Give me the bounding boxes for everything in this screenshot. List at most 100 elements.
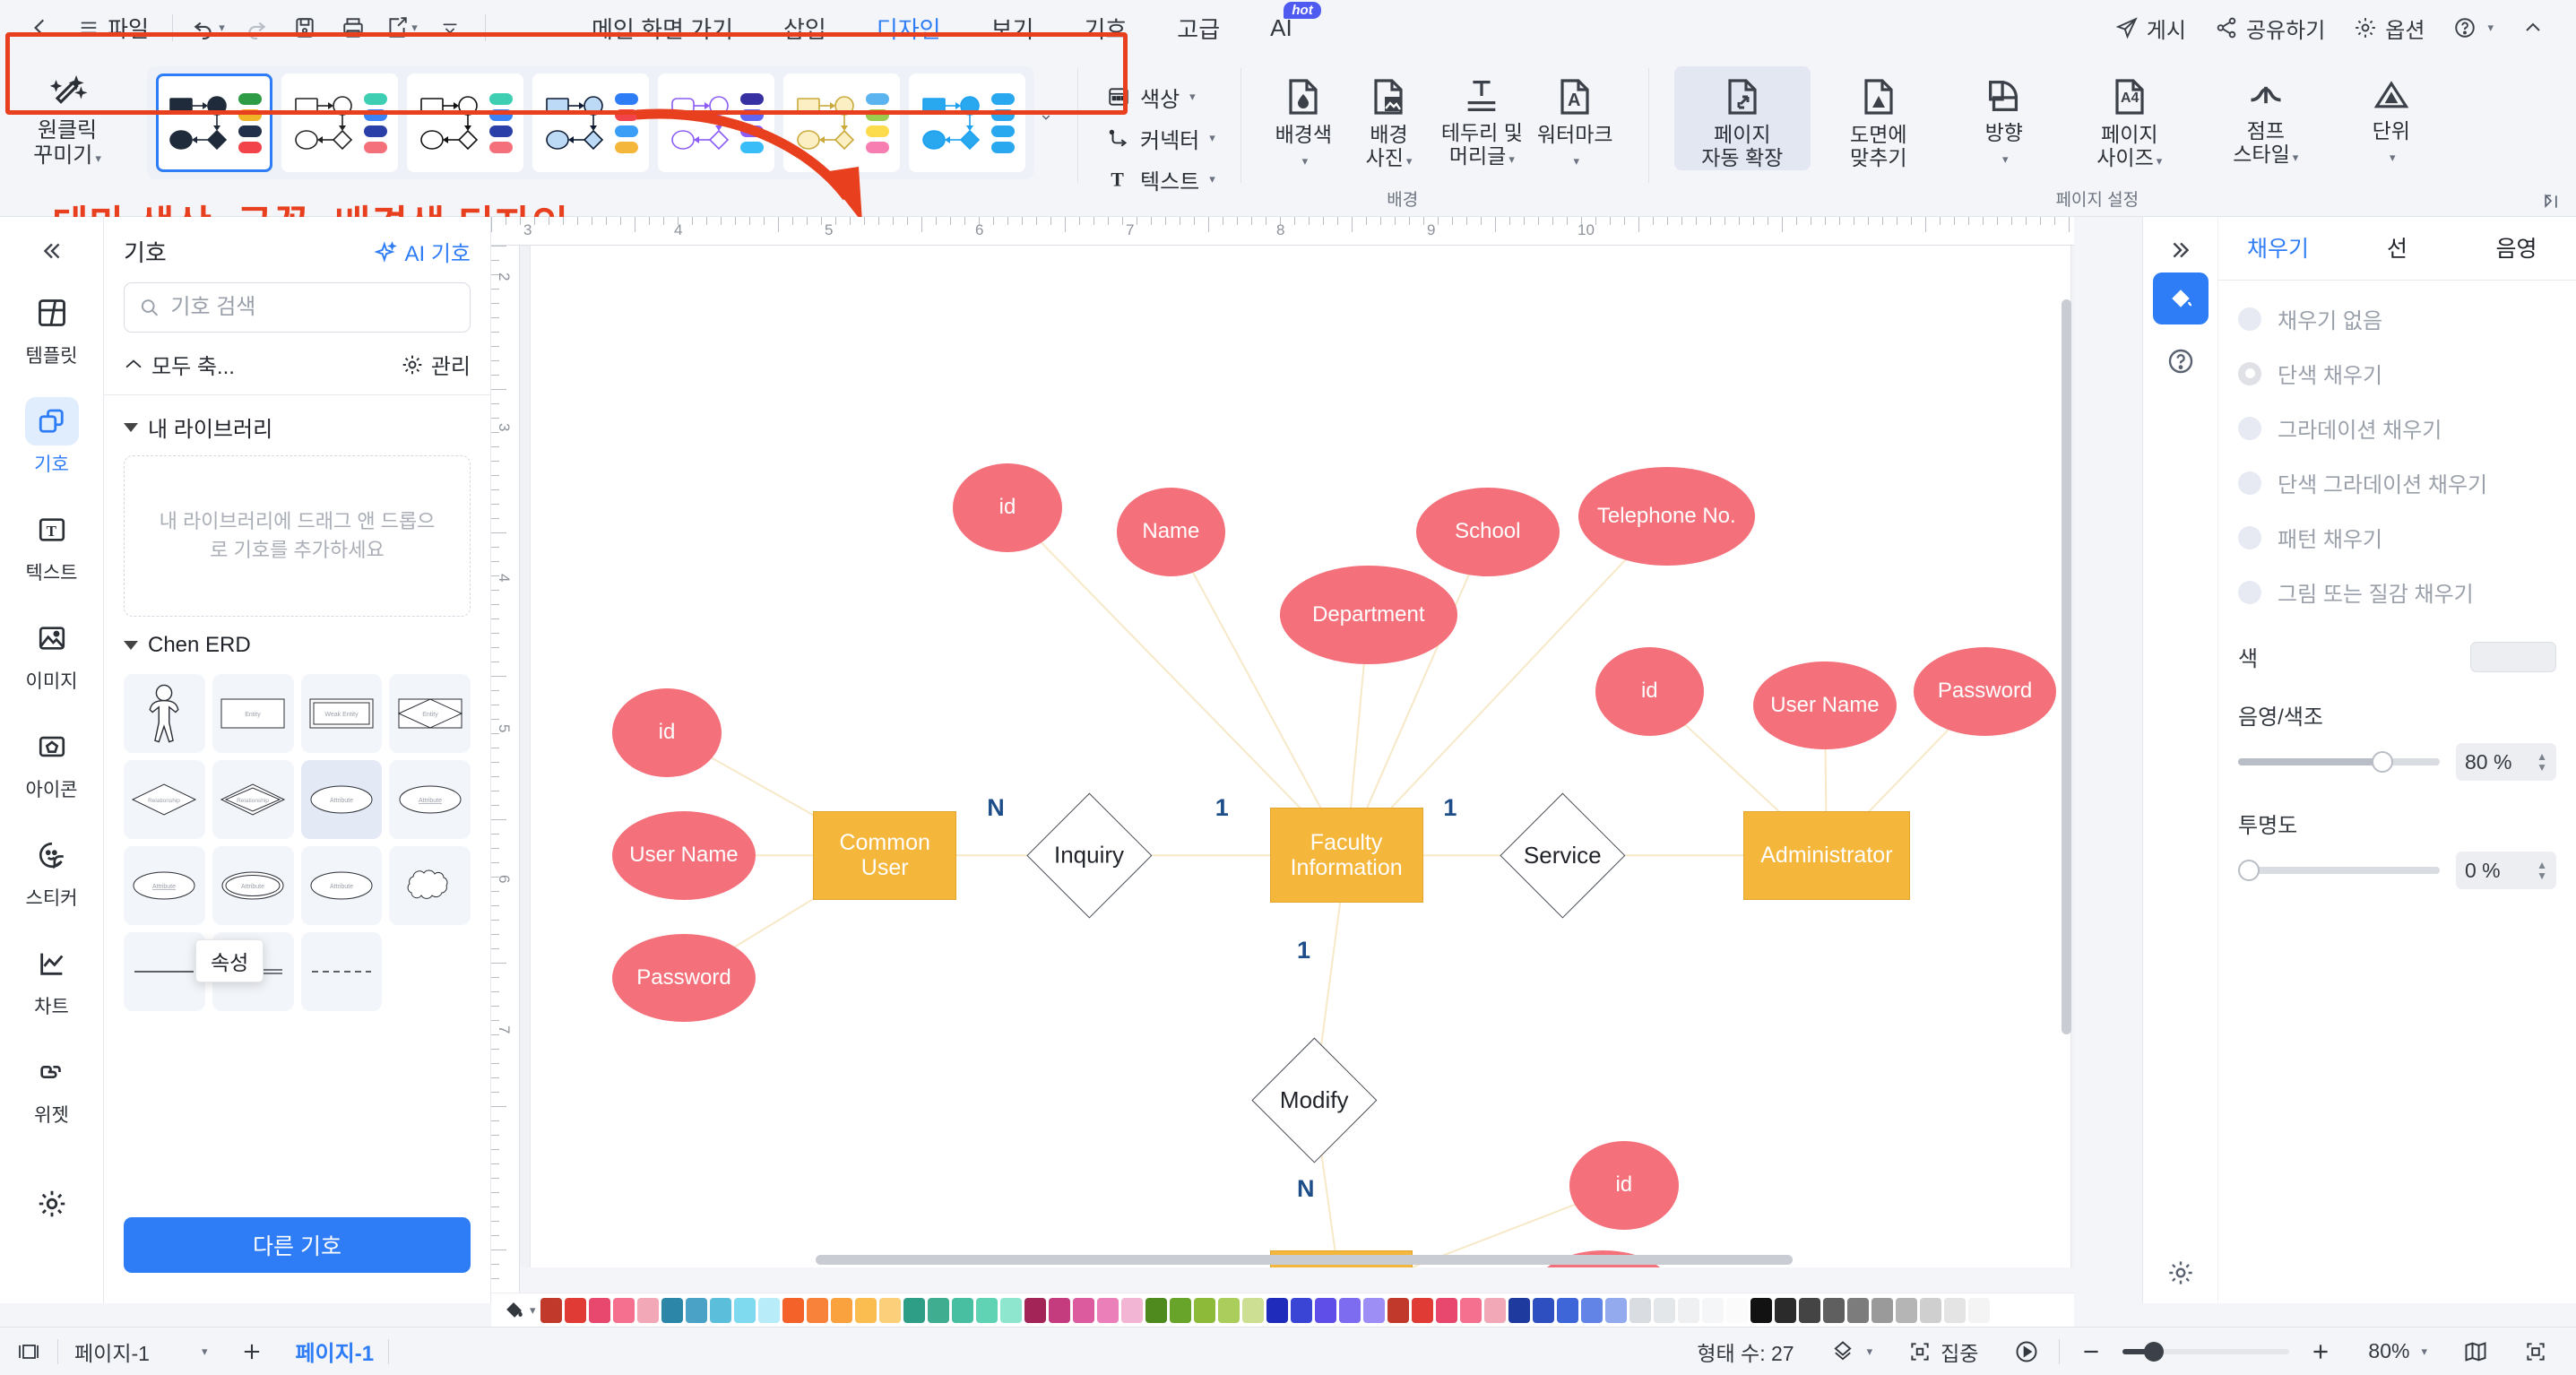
options-button[interactable]: 옵션 bbox=[2341, 7, 2437, 48]
fill-style-icon[interactable] bbox=[2152, 272, 2209, 324]
attribute-node[interactable]: id bbox=[1569, 1141, 1679, 1231]
spinner-icon[interactable]: ▲▼ bbox=[2537, 859, 2547, 882]
tab-line[interactable]: 선 bbox=[2338, 217, 2457, 280]
page-selector[interactable]: 페이지-1 ▾ bbox=[58, 1332, 223, 1371]
tab-symbol[interactable]: 기호 bbox=[1059, 0, 1152, 56]
attribute-node[interactable]: Password bbox=[1913, 647, 2057, 737]
palette-swatch[interactable] bbox=[1024, 1297, 1046, 1323]
tab-advanced[interactable]: 고급 bbox=[1152, 0, 1245, 56]
connector-menu-button[interactable]: 커넥터 ▾ bbox=[1102, 122, 1221, 154]
opacity-value-input[interactable]: 0 % ▲▼ bbox=[2456, 852, 2556, 889]
attribute-node[interactable]: Telephone No. bbox=[1578, 467, 1756, 566]
tab-ai[interactable]: AI hot bbox=[1245, 0, 1321, 56]
tab-shadow[interactable]: 음영 bbox=[2457, 217, 2576, 280]
shape-attribute[interactable]: Attribute bbox=[300, 760, 383, 839]
theme-theme-blue[interactable] bbox=[532, 74, 649, 172]
fill-option-solid[interactable]: 단색 채우기 bbox=[2218, 346, 2576, 401]
ai-symbol-button[interactable]: AI 기호 bbox=[375, 236, 471, 267]
symbol-search-input[interactable] bbox=[170, 295, 455, 320]
background-color-button[interactable]: 배경색▾ bbox=[1261, 66, 1346, 170]
layout-toggle-button[interactable] bbox=[0, 1332, 57, 1371]
unit-button[interactable]: 단위▾ bbox=[2334, 66, 2449, 167]
palette-swatch[interactable] bbox=[710, 1297, 731, 1323]
fill-option-gradient[interactable]: 그라데이션 채우기 bbox=[2218, 401, 2576, 455]
format-panel-settings-button[interactable] bbox=[2166, 1258, 2195, 1287]
attribute-node[interactable]: User Name bbox=[1753, 661, 1897, 750]
back-button[interactable] bbox=[16, 6, 65, 49]
shape-partial-key-attribute[interactable]: Attribute bbox=[124, 846, 205, 925]
export-button[interactable]: ▾ bbox=[377, 6, 426, 49]
tab-home[interactable]: 메인 화면 가기 bbox=[566, 0, 758, 56]
zoom-out-button[interactable] bbox=[2063, 1332, 2119, 1371]
manage-symbols-button[interactable]: 관리 bbox=[401, 349, 471, 380]
expand-format-panel-button[interactable] bbox=[2153, 228, 2209, 272]
palette-swatch[interactable] bbox=[1847, 1297, 1869, 1323]
sidebar-item-image[interactable]: 이미지 bbox=[11, 601, 93, 703]
palette-swatch[interactable] bbox=[1073, 1297, 1094, 1323]
sidebar-item-symbol[interactable]: 기호 bbox=[11, 385, 93, 486]
connector-line[interactable] bbox=[1007, 506, 1347, 856]
palette-swatch[interactable] bbox=[1339, 1297, 1361, 1323]
sidebar-item-icon[interactable]: 아이콘 bbox=[11, 710, 93, 811]
zoom-level[interactable]: 80% ▾ bbox=[2352, 1332, 2443, 1371]
palette-swatch[interactable] bbox=[686, 1297, 707, 1323]
palette-swatch[interactable] bbox=[540, 1297, 562, 1323]
palette-swatch[interactable] bbox=[1291, 1297, 1312, 1323]
shape-line-dashed[interactable] bbox=[300, 932, 383, 1011]
shape-key-attribute[interactable]: Attribute bbox=[389, 760, 471, 839]
palette-swatch[interactable] bbox=[807, 1297, 828, 1323]
zoom-in-button[interactable] bbox=[2293, 1332, 2348, 1371]
more-toolbar-button[interactable] bbox=[426, 6, 474, 49]
shape-weak-entity[interactable]: Weak Entity bbox=[300, 674, 383, 753]
publish-button[interactable]: 게시 bbox=[2103, 7, 2199, 48]
palette-swatch[interactable] bbox=[565, 1297, 586, 1323]
sidebar-item-widget[interactable]: 위젯 bbox=[11, 1035, 93, 1137]
palette-swatch[interactable] bbox=[1049, 1297, 1070, 1323]
section-chen-erd[interactable]: Chen ERD bbox=[104, 617, 490, 667]
palette-swatch[interactable] bbox=[903, 1297, 925, 1323]
attribute-node[interactable]: User Name bbox=[612, 810, 756, 900]
symbol-search[interactable] bbox=[124, 282, 471, 333]
share-button[interactable]: 공유하기 bbox=[2202, 7, 2338, 48]
shape-line-solid[interactable] bbox=[124, 932, 205, 1011]
tab-insert[interactable]: 삽입 bbox=[758, 0, 851, 56]
my-library-dropzone[interactable]: 내 라이브러리에 드래그 앤 드롭으로 기호를 추가하세요 bbox=[124, 455, 471, 617]
tab-view[interactable]: 보기 bbox=[966, 0, 1059, 56]
palette-swatch[interactable] bbox=[1218, 1297, 1240, 1323]
palette-swatch[interactable] bbox=[1533, 1297, 1554, 1323]
entity-node[interactable]: Administrator bbox=[1742, 810, 1910, 900]
theme-theme-cyan[interactable] bbox=[909, 74, 1025, 172]
sidebar-item-template[interactable]: 템플릿 bbox=[11, 276, 93, 377]
fill-option-pattern[interactable]: 패턴 채우기 bbox=[2218, 510, 2576, 565]
file-menu-button[interactable]: 파일 bbox=[65, 6, 161, 49]
palette-swatch[interactable] bbox=[1315, 1297, 1336, 1323]
attribute-node[interactable]: Department bbox=[1280, 566, 1457, 665]
save-button[interactable] bbox=[281, 6, 329, 49]
palette-swatch[interactable] bbox=[1629, 1297, 1651, 1323]
color-menu-button[interactable]: 색상 ▾ bbox=[1102, 81, 1221, 113]
minimap-button[interactable] bbox=[2447, 1332, 2504, 1371]
palette-swatch[interactable] bbox=[1097, 1297, 1119, 1323]
palette-swatch[interactable] bbox=[1266, 1297, 1288, 1323]
sidebar-item-chart[interactable]: 차트 bbox=[11, 927, 93, 1028]
tab-fill[interactable]: 채우기 bbox=[2218, 217, 2338, 280]
palette-swatch[interactable] bbox=[1726, 1297, 1748, 1323]
one-click-beautify-button[interactable]: 원클릭 꾸미기▾ bbox=[0, 66, 134, 168]
theme-theme-dark[interactable] bbox=[156, 74, 272, 172]
add-page-button[interactable] bbox=[223, 1332, 281, 1371]
attribute-node[interactable]: School bbox=[1416, 487, 1560, 576]
help-button[interactable]: ▾ bbox=[2441, 7, 2506, 48]
palette-swatch[interactable] bbox=[1170, 1297, 1191, 1323]
redo-button[interactable] bbox=[232, 6, 281, 49]
connector-line[interactable] bbox=[1345, 531, 1489, 856]
shape-actor[interactable] bbox=[124, 674, 205, 753]
palette-swatch[interactable] bbox=[928, 1297, 949, 1323]
palette-swatch[interactable] bbox=[637, 1297, 659, 1323]
palette-swatch[interactable] bbox=[1968, 1297, 1990, 1323]
